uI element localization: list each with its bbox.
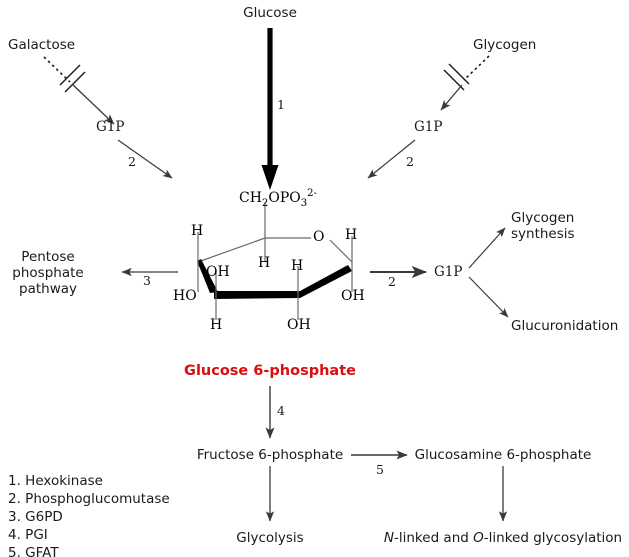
glucose-6-phosphate-title: Glucose 6-phosphate bbox=[184, 363, 356, 379]
node-glucosamine-6-phosphate: Glucosamine 6-phosphate bbox=[414, 447, 592, 463]
enzyme-number-2-center: 2 bbox=[388, 274, 396, 289]
h-c1-up-label: H bbox=[345, 227, 358, 243]
h-c3-down-label: H bbox=[210, 317, 223, 333]
galactose-blocked-arrow bbox=[43, 56, 115, 125]
legend-item-2: 2. Phosphoglucomutase bbox=[8, 491, 170, 507]
phosphate-charge: 2- bbox=[307, 188, 317, 199]
node-fructose-6-phosphate: Fructose 6-phosphate bbox=[196, 447, 344, 463]
phosphate-formula: CH2OPO3 bbox=[239, 189, 308, 209]
glycosylation-mid-text: -linked and bbox=[394, 530, 474, 546]
node-galactose: Galactose bbox=[8, 37, 76, 53]
enzyme-number-2-right: 2 bbox=[406, 154, 414, 169]
glycosylation-end-text: -linked glycosylation bbox=[483, 530, 623, 546]
glycogen-synthesis-line-2: synthesis bbox=[511, 226, 575, 242]
legend-item-1: 1. Hexokinase bbox=[8, 473, 103, 489]
enzyme-number-3: 3 bbox=[143, 273, 151, 288]
oh-c1-label: OH bbox=[341, 288, 365, 304]
node-glucose: Glucose bbox=[243, 5, 297, 21]
enzyme-number-1: 1 bbox=[277, 97, 285, 112]
glycogen-synthesis-line-1: Glycogen bbox=[511, 210, 575, 226]
o-linked-prefix: O bbox=[473, 530, 484, 546]
node-glycolysis: Glycolysis bbox=[236, 530, 304, 546]
h-c5-label: H bbox=[258, 255, 271, 271]
glucuronidation-arrow bbox=[468, 276, 509, 318]
pentose-line-2: phosphate bbox=[12, 265, 84, 281]
node-g1p-center: G1P bbox=[434, 264, 463, 280]
legend-item-3: 3. G6PD bbox=[8, 509, 63, 525]
pentose-line-1: Pentose bbox=[21, 249, 75, 265]
node-glucuronidation: Glucuronidation bbox=[511, 318, 619, 334]
node-g1p-left: G1P bbox=[96, 119, 125, 135]
h-c2-up-label: H bbox=[291, 258, 304, 274]
enzyme-number-5: 5 bbox=[376, 462, 384, 477]
enzyme-number-2-left: 2 bbox=[128, 154, 136, 169]
node-g1p-right: G1P bbox=[414, 119, 443, 135]
n-linked-prefix: N bbox=[383, 530, 394, 546]
glycogen-synthesis-arrow bbox=[468, 227, 506, 269]
pentose-line-3: pathway bbox=[19, 281, 77, 297]
hexokinase-arrow bbox=[261, 28, 279, 190]
glucose-haworth-structure bbox=[197, 202, 353, 320]
ring-oxygen-label: O bbox=[311, 229, 327, 245]
enzyme-number-4: 4 bbox=[277, 403, 285, 418]
node-glycogen: Glycogen bbox=[473, 37, 537, 53]
oh-c2-down-label: OH bbox=[287, 317, 311, 333]
ho-c4-label: HO bbox=[173, 288, 197, 304]
glycogen-blocked-arrow bbox=[440, 55, 490, 111]
legend-item-4: 4. PGI bbox=[8, 527, 48, 543]
phosphate-group-label: CH2OPO32- bbox=[239, 188, 317, 208]
node-glycogen-synthesis: Glycogen synthesis bbox=[511, 210, 611, 242]
g1p-left-to-sugar-arrow bbox=[117, 139, 173, 179]
legend-item-5: 5. GFAT bbox=[8, 545, 59, 557]
oh-c3-up-label: OH bbox=[206, 264, 230, 280]
node-pentose-phosphate-pathway: Pentose phosphate pathway bbox=[0, 249, 103, 297]
enzyme-legend: 1. Hexokinase 2. Phosphoglucomutase 3. G… bbox=[8, 472, 170, 557]
h-c4-up-label: H bbox=[191, 223, 204, 239]
node-glycosylation: N-linked and O-linked glycosylation bbox=[384, 530, 622, 546]
